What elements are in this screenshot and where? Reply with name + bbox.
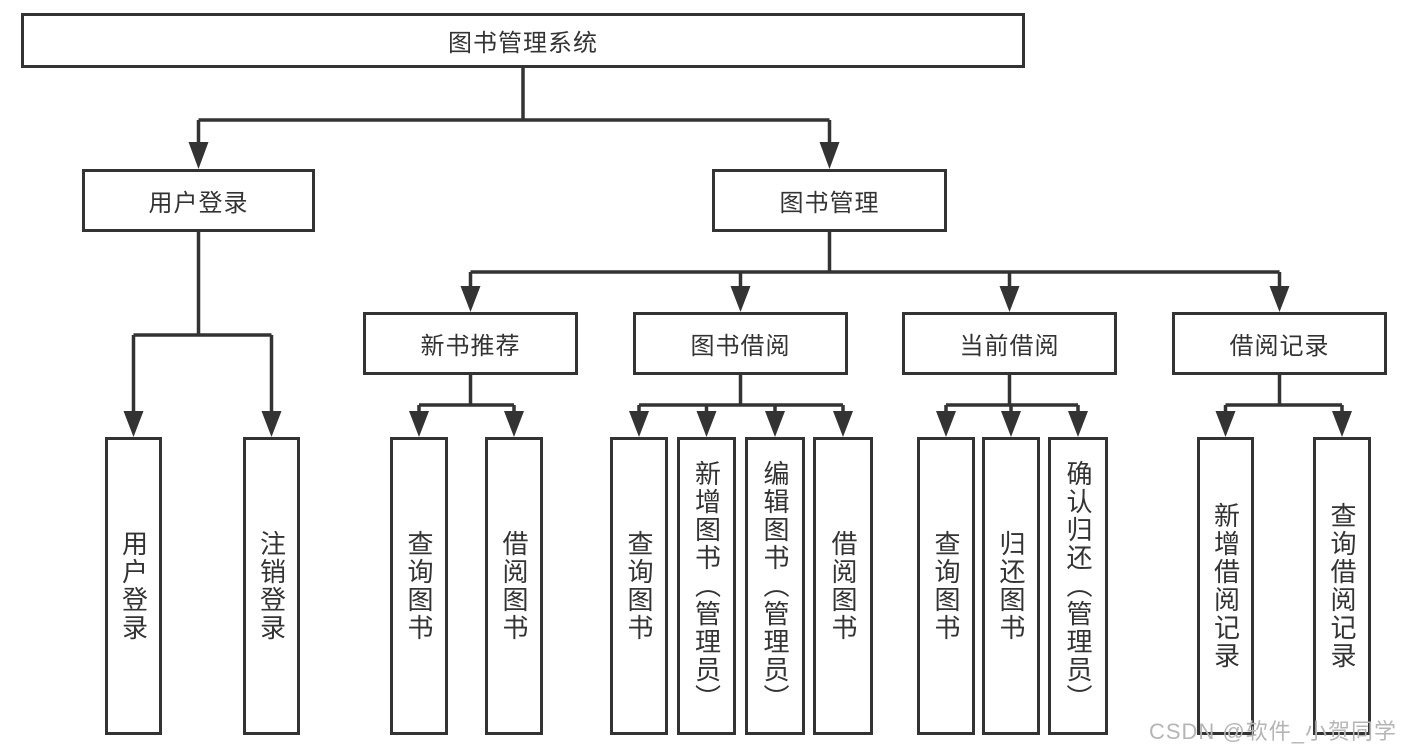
leaf-br-query-record-label: 查询借阅记录 [1327, 502, 1357, 670]
node-book-borrow: 图书借阅 [633, 312, 848, 375]
leaf-bb-borrow-book: 借阅图书 [813, 437, 873, 735]
leaf-bb-edit-book-admin: 编辑图书（管理员） [745, 437, 805, 735]
node-borrow-records-label: 借阅记录 [1229, 333, 1330, 360]
leaf-logout: 注销登录 [243, 437, 300, 735]
leaf-bb-query-book: 查询图书 [610, 437, 668, 735]
leaf-bb-borrow-book-label: 借阅图书 [828, 530, 858, 642]
node-new-book-recommend-label: 新书推荐 [420, 333, 521, 360]
node-user-login-label: 用户登录 [148, 190, 249, 217]
node-root: 图书管理系统 [21, 13, 1025, 68]
leaf-cb-return-book-label: 归还图书 [996, 530, 1026, 642]
leaf-bb-edit-book-admin-label: 编辑图书（管理员） [760, 460, 790, 712]
node-borrow-records: 借阅记录 [1172, 312, 1387, 375]
leaf-cb-query-book: 查询图书 [917, 437, 975, 735]
leaf-bb-query-book-label: 查询图书 [624, 530, 654, 642]
leaf-user-login: 用户登录 [105, 437, 162, 735]
node-root-label: 图书管理系统 [448, 30, 598, 57]
leaf-cb-return-book: 归还图书 [982, 437, 1040, 735]
leaf-cb-query-book-label: 查询图书 [931, 530, 961, 642]
node-new-book-recommend: 新书推荐 [363, 312, 578, 375]
leaf-logout-label: 注销登录 [256, 530, 287, 642]
leaf-bb-add-book-admin: 新增图书（管理员） [677, 437, 736, 735]
node-book-borrow-label: 图书借阅 [690, 333, 791, 360]
node-book-management-label: 图书管理 [779, 190, 880, 217]
leaf-br-query-record: 查询借阅记录 [1313, 437, 1371, 735]
node-user-login: 用户登录 [82, 169, 315, 232]
leaf-cb-confirm-return-admin-label: 确认归还（管理员） [1063, 460, 1093, 712]
leaf-nb-borrow-book: 借阅图书 [485, 437, 543, 735]
leaf-br-add-record: 新增借阅记录 [1197, 437, 1254, 735]
leaf-nb-query-book-label: 查询图书 [404, 530, 434, 642]
leaf-user-login-label: 用户登录 [118, 530, 149, 642]
node-current-borrow-label: 当前借阅 [959, 333, 1060, 360]
leaf-cb-confirm-return-admin: 确认归还（管理员） [1048, 437, 1108, 735]
node-book-management: 图书管理 [712, 169, 947, 232]
leaf-nb-borrow-book-label: 借阅图书 [499, 530, 529, 642]
leaf-bb-add-book-admin-label: 新增图书（管理员） [691, 460, 722, 712]
leaf-br-add-record-label: 新增借阅记录 [1210, 502, 1241, 670]
watermark: CSDN @软件_小贺同学 [1148, 719, 1397, 744]
leaf-nb-query-book: 查询图书 [390, 437, 448, 735]
node-current-borrow: 当前借阅 [902, 312, 1117, 375]
